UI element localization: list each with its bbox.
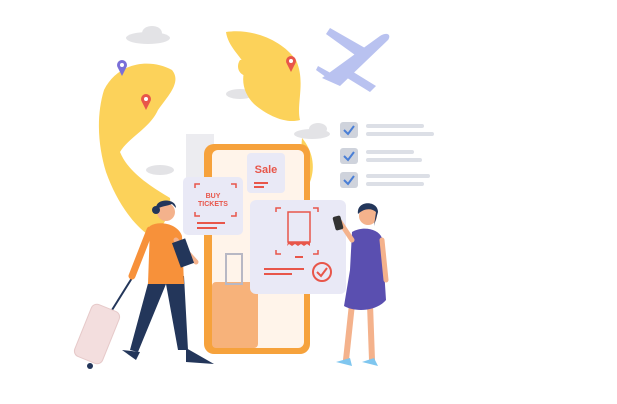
sale-label: Sale <box>255 164 278 176</box>
phone-icon <box>332 215 344 231</box>
buy-tickets-card: BUY TICKETS <box>183 177 243 235</box>
check-circle-icon <box>312 262 332 282</box>
traveler-woman-left <box>73 200 214 369</box>
buy-label: BUY <box>206 193 221 200</box>
checkbox-checked-icon <box>340 122 434 138</box>
globe-continents <box>98 31 313 236</box>
suitcase-icon <box>73 277 133 369</box>
checklist <box>340 122 434 188</box>
map-pin-icon <box>117 60 127 76</box>
cloud-icon <box>126 26 330 175</box>
door <box>225 253 243 285</box>
ticket-card <box>250 200 346 294</box>
traveler-woman-right <box>332 203 389 366</box>
map-pin-icon <box>141 94 151 110</box>
airplane-icon <box>316 28 390 92</box>
checkbox-checked-icon <box>340 172 430 188</box>
checkbox-checked-icon <box>340 148 422 164</box>
map-pin-icon <box>286 56 296 72</box>
sale-card: Sale <box>247 153 285 193</box>
tickets-label: TICKETS <box>198 201 228 208</box>
